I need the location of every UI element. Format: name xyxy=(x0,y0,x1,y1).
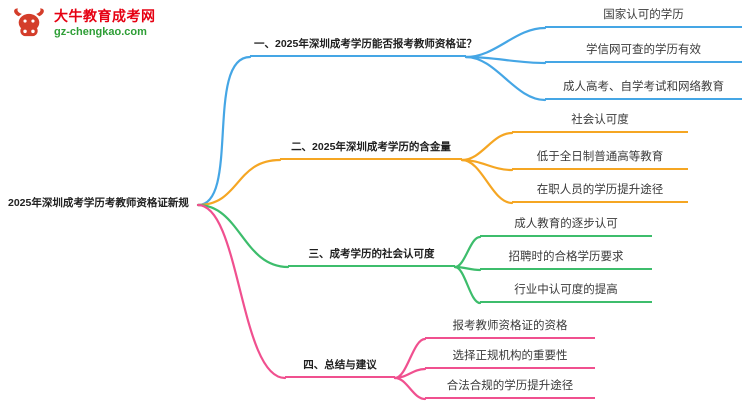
branch-3-child-3: 行业中认可度的提高 xyxy=(480,283,652,303)
branch-1-title: 一、2025年深圳成考学历能否报考教师资格证？ xyxy=(250,37,477,57)
branch-4-child-2: 选择正规机构的重要性 xyxy=(425,349,595,369)
branch-1-child-2: 学信网可查的学历有效 xyxy=(545,43,742,63)
bull-icon xyxy=(14,8,44,37)
branch-3-title: 三、成考学历的社会认可度 xyxy=(288,247,455,267)
branch-3-child-2: 招聘时的合格学历要求 xyxy=(480,250,652,270)
branch-1-child-3: 成人高考、自学考试和网络教育 xyxy=(545,80,742,100)
branch-4-child-1: 报考教师资格证的资格 xyxy=(425,319,595,339)
mindmap-root-node: 2025年深圳成考学历考教师资格证新规 xyxy=(8,197,189,209)
branch-4-child-3: 合法合规的学历提升途径 xyxy=(425,379,595,399)
branch-1-child-1: 国家认可的学历 xyxy=(545,8,742,28)
branch-2-child-1: 社会认可度 xyxy=(512,113,688,133)
branch-3-child-1: 成人教育的逐步认可 xyxy=(480,217,652,237)
branch-4-title: 四、总结与建议 xyxy=(285,358,395,378)
site-logo[interactable]: 大牛教育成考网 gz-chengkao.com xyxy=(10,6,156,44)
site-name: 大牛教育成考网 xyxy=(54,8,156,24)
site-url: gz-chengkao.com xyxy=(54,26,147,38)
branch-2-child-2: 低于全日制普通高等教育 xyxy=(512,150,688,170)
branch-2-title: 二、2025年深圳成考学历的含金量 xyxy=(280,140,462,160)
branch-2-child-3: 在职人员的学历提升途径 xyxy=(512,183,688,203)
